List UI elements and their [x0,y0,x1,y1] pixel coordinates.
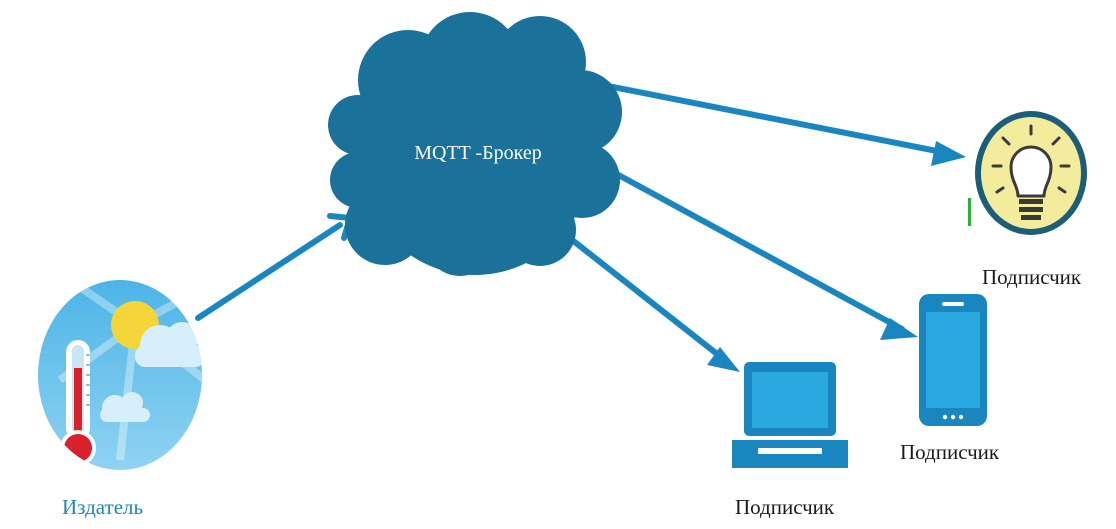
subscriber-label-laptop: Подписчик [735,495,835,519]
arrow-broker-to-bulb [605,83,966,166]
arrow-broker-to-laptop [559,229,740,372]
weather-thermometer-icon [38,280,202,470]
light-bulb-icon [968,111,1087,235]
subscriber-label-bulb: Подписчик [982,265,1082,289]
arrow-broker-to-smartphone [610,169,918,340]
smartphone-icon [919,294,987,426]
laptop-icon [732,362,848,468]
broker-label: MQTT -Брокер [414,142,542,164]
publisher-label: Издатель [62,495,144,519]
broker-cloud [328,12,622,276]
arrow-publisher-to-broker [195,213,353,321]
subscriber-label-smartphone: Подписчик [900,440,1000,464]
